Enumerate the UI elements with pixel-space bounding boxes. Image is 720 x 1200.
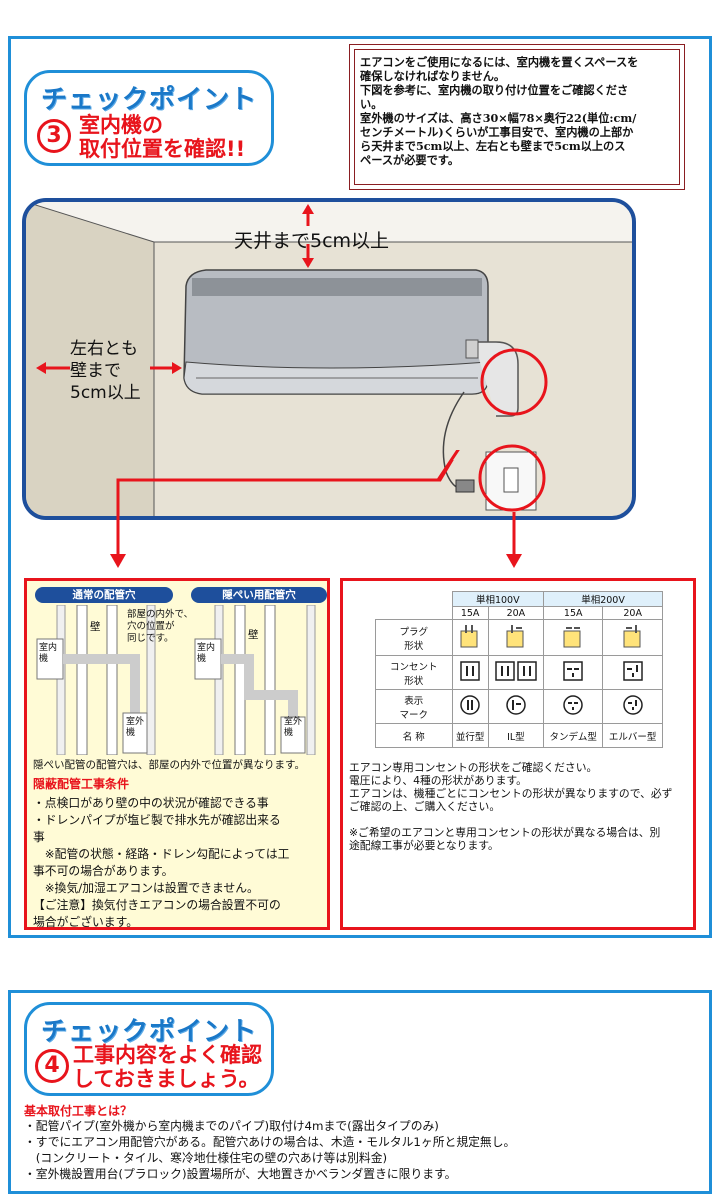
side-clearance-label-line1: 左右とも [70, 339, 138, 359]
side-clearance-label-line2: 壁まで [70, 361, 121, 381]
header-200v: 単相200V [543, 591, 663, 607]
checkpoint4-heading-line1: 工事内容をよく確認 [73, 1043, 262, 1067]
checkpoint3-badge: チェックポイント 3 室内機の 取付位置を確認!! [24, 70, 274, 166]
row-name-label: 名 称 [375, 723, 453, 748]
plug-icon [543, 619, 604, 656]
wall-label-normal: 壁 [90, 621, 101, 633]
piping-caption: 隠ぺい配管の配管穴は、部屋の内外で位置が異なります。 [33, 759, 305, 771]
outlet-icon [602, 655, 663, 690]
amp-3: 15A [543, 606, 604, 620]
mark-icon [451, 689, 489, 724]
hidden-piping-conditions: ・点検口があり壁の中の状況が確認できる事 ・ドレンパイプが塩ビ製で排水先が確認出… [33, 796, 290, 929]
room-drawing [26, 202, 632, 516]
wall-label-hidden: 壁 [248, 629, 259, 641]
outlet-icon [487, 655, 545, 690]
row-outlet-label: コンセント形状 [375, 655, 453, 690]
outlet-info-box: 単相100V 単相200V 15A 20A 15A 20A プラグ形状 コンセン… [340, 578, 696, 930]
indoor-label-hidden: 室内機 [197, 643, 216, 664]
outlet-shape-table: 単相100V 単相200V 15A 20A 15A 20A プラグ形状 コンセン… [375, 591, 663, 748]
outdoor-label-normal: 室外機 [126, 717, 145, 738]
piping-info-box: 通常の配管穴 隠ぺい用配管穴 壁 壁 室内機 室内機 室外機 室外機 部屋の内外… [24, 578, 330, 930]
header-100v: 単相100V [451, 591, 545, 607]
connector-lines [110, 450, 522, 568]
indoor-unit-drawing [183, 269, 489, 395]
amp-2: 20A [487, 606, 545, 620]
room-illustration: 天井まで5cm以上 左右とも 壁まで 5cm以上 [22, 198, 636, 520]
outlet-description: エアコン専用コンセントの形状をご確認ください。 電圧により、4種の形状があります… [349, 761, 673, 852]
outlet-icon [543, 655, 604, 690]
checkpoint4-number: 4 [35, 1049, 69, 1083]
row-plug-label: プラグ形状 [375, 619, 453, 656]
mark-icon [543, 689, 604, 724]
tab-hidden-piping: 隠ぺい用配管穴 [191, 587, 327, 603]
outlet-name: タンデム型 [543, 723, 604, 748]
row-mark-label: 表示マーク [375, 689, 453, 724]
checkpoint3-number: 3 [37, 119, 71, 153]
installation-note-box: エアコンをご使用になるには、室内機を置くスペースを 確保しなければなりません。 … [349, 44, 685, 190]
basic-work-list: ・配管パイプ(室外機から室内機までのパイプ)取付け4mまで(露出タイプのみ) ・… [24, 1119, 516, 1181]
plug-icon [602, 619, 663, 656]
basic-work-title: 基本取付工事とは？ [24, 1104, 133, 1118]
side-clearance-label-line3: 5cm以上 [70, 383, 141, 403]
checkpoint4-title: チェックポイント [40, 1017, 257, 1047]
installation-note-text: エアコンをご使用になるには、室内機を置くスペースを 確保しなければなりません。 … [360, 55, 639, 167]
hidden-piping-conditions-title: 隠蔽配管工事条件 [33, 777, 130, 791]
amp-4: 20A [602, 606, 663, 620]
same-position-note: 部屋の内外で、 穴の位置が 同じです。 [127, 609, 194, 644]
ceiling-clearance-label: 天井まで5cm以上 [234, 230, 390, 252]
tab-normal-piping: 通常の配管穴 [35, 587, 173, 603]
checkpoint3-heading-line2: 取付位置を確認!! [79, 137, 246, 161]
piping-diagram [36, 605, 316, 755]
amp-1: 15A [451, 606, 489, 620]
outlet-name: エルバー型 [602, 723, 663, 748]
outlet-name: 並行型 [451, 723, 489, 748]
checkpoint3-title: チェックポイント [40, 85, 257, 115]
plug-icon [451, 619, 489, 656]
outdoor-label-hidden: 室外機 [284, 717, 303, 738]
outlet-name: IL型 [487, 723, 545, 748]
mark-icon [487, 689, 545, 724]
plug-icon [487, 619, 545, 656]
checkpoint4-badge: チェックポイント 4 工事内容をよく確認 しておきましょう。 [24, 1002, 274, 1096]
outlet-icon [451, 655, 489, 690]
mark-icon [602, 689, 663, 724]
indoor-label-normal: 室内機 [39, 643, 58, 664]
checkpoint4-heading-line2: しておきましょう。 [73, 1067, 260, 1091]
checkpoint3-heading-line1: 室内機の [79, 113, 163, 137]
